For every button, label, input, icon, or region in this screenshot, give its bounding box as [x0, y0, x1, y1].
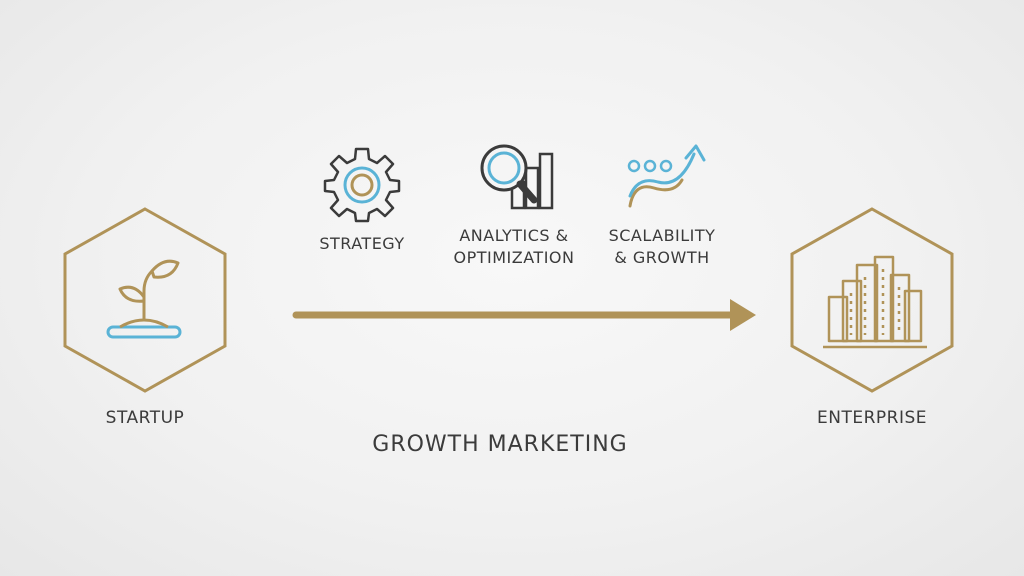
stage-analytics-label: ANALYTICS & OPTIMIZATION — [439, 225, 589, 269]
stage-analytics-line1: ANALYTICS & — [459, 226, 569, 245]
growth-arrow-icon — [627, 144, 706, 208]
startup-label: STARTUP — [105, 408, 185, 428]
stage-strategy-label: STRATEGY — [319, 234, 405, 253]
stage-scalability-line1: SCALABILITY — [608, 226, 716, 245]
enterprise-label: ENTERPRISE — [816, 408, 927, 428]
stage-scalability-label: SCALABILITY & GROWTH — [592, 225, 732, 269]
enterprise-hexagon — [790, 207, 954, 393]
stage-analytics-line2: OPTIMIZATION — [453, 248, 575, 267]
startup-hexagon — [63, 207, 227, 393]
startup-node — [63, 207, 227, 393]
enterprise-node — [790, 207, 954, 393]
magnifier-chart-icon — [480, 144, 554, 210]
growth-arrow — [292, 299, 756, 331]
sprout-icon — [106, 259, 182, 339]
stage-scalability-line2: & GROWTH — [614, 248, 710, 267]
gear-icon — [323, 147, 401, 223]
diagram-title: GROWTH MARKETING — [372, 432, 628, 457]
city-buildings-icon — [823, 255, 927, 349]
